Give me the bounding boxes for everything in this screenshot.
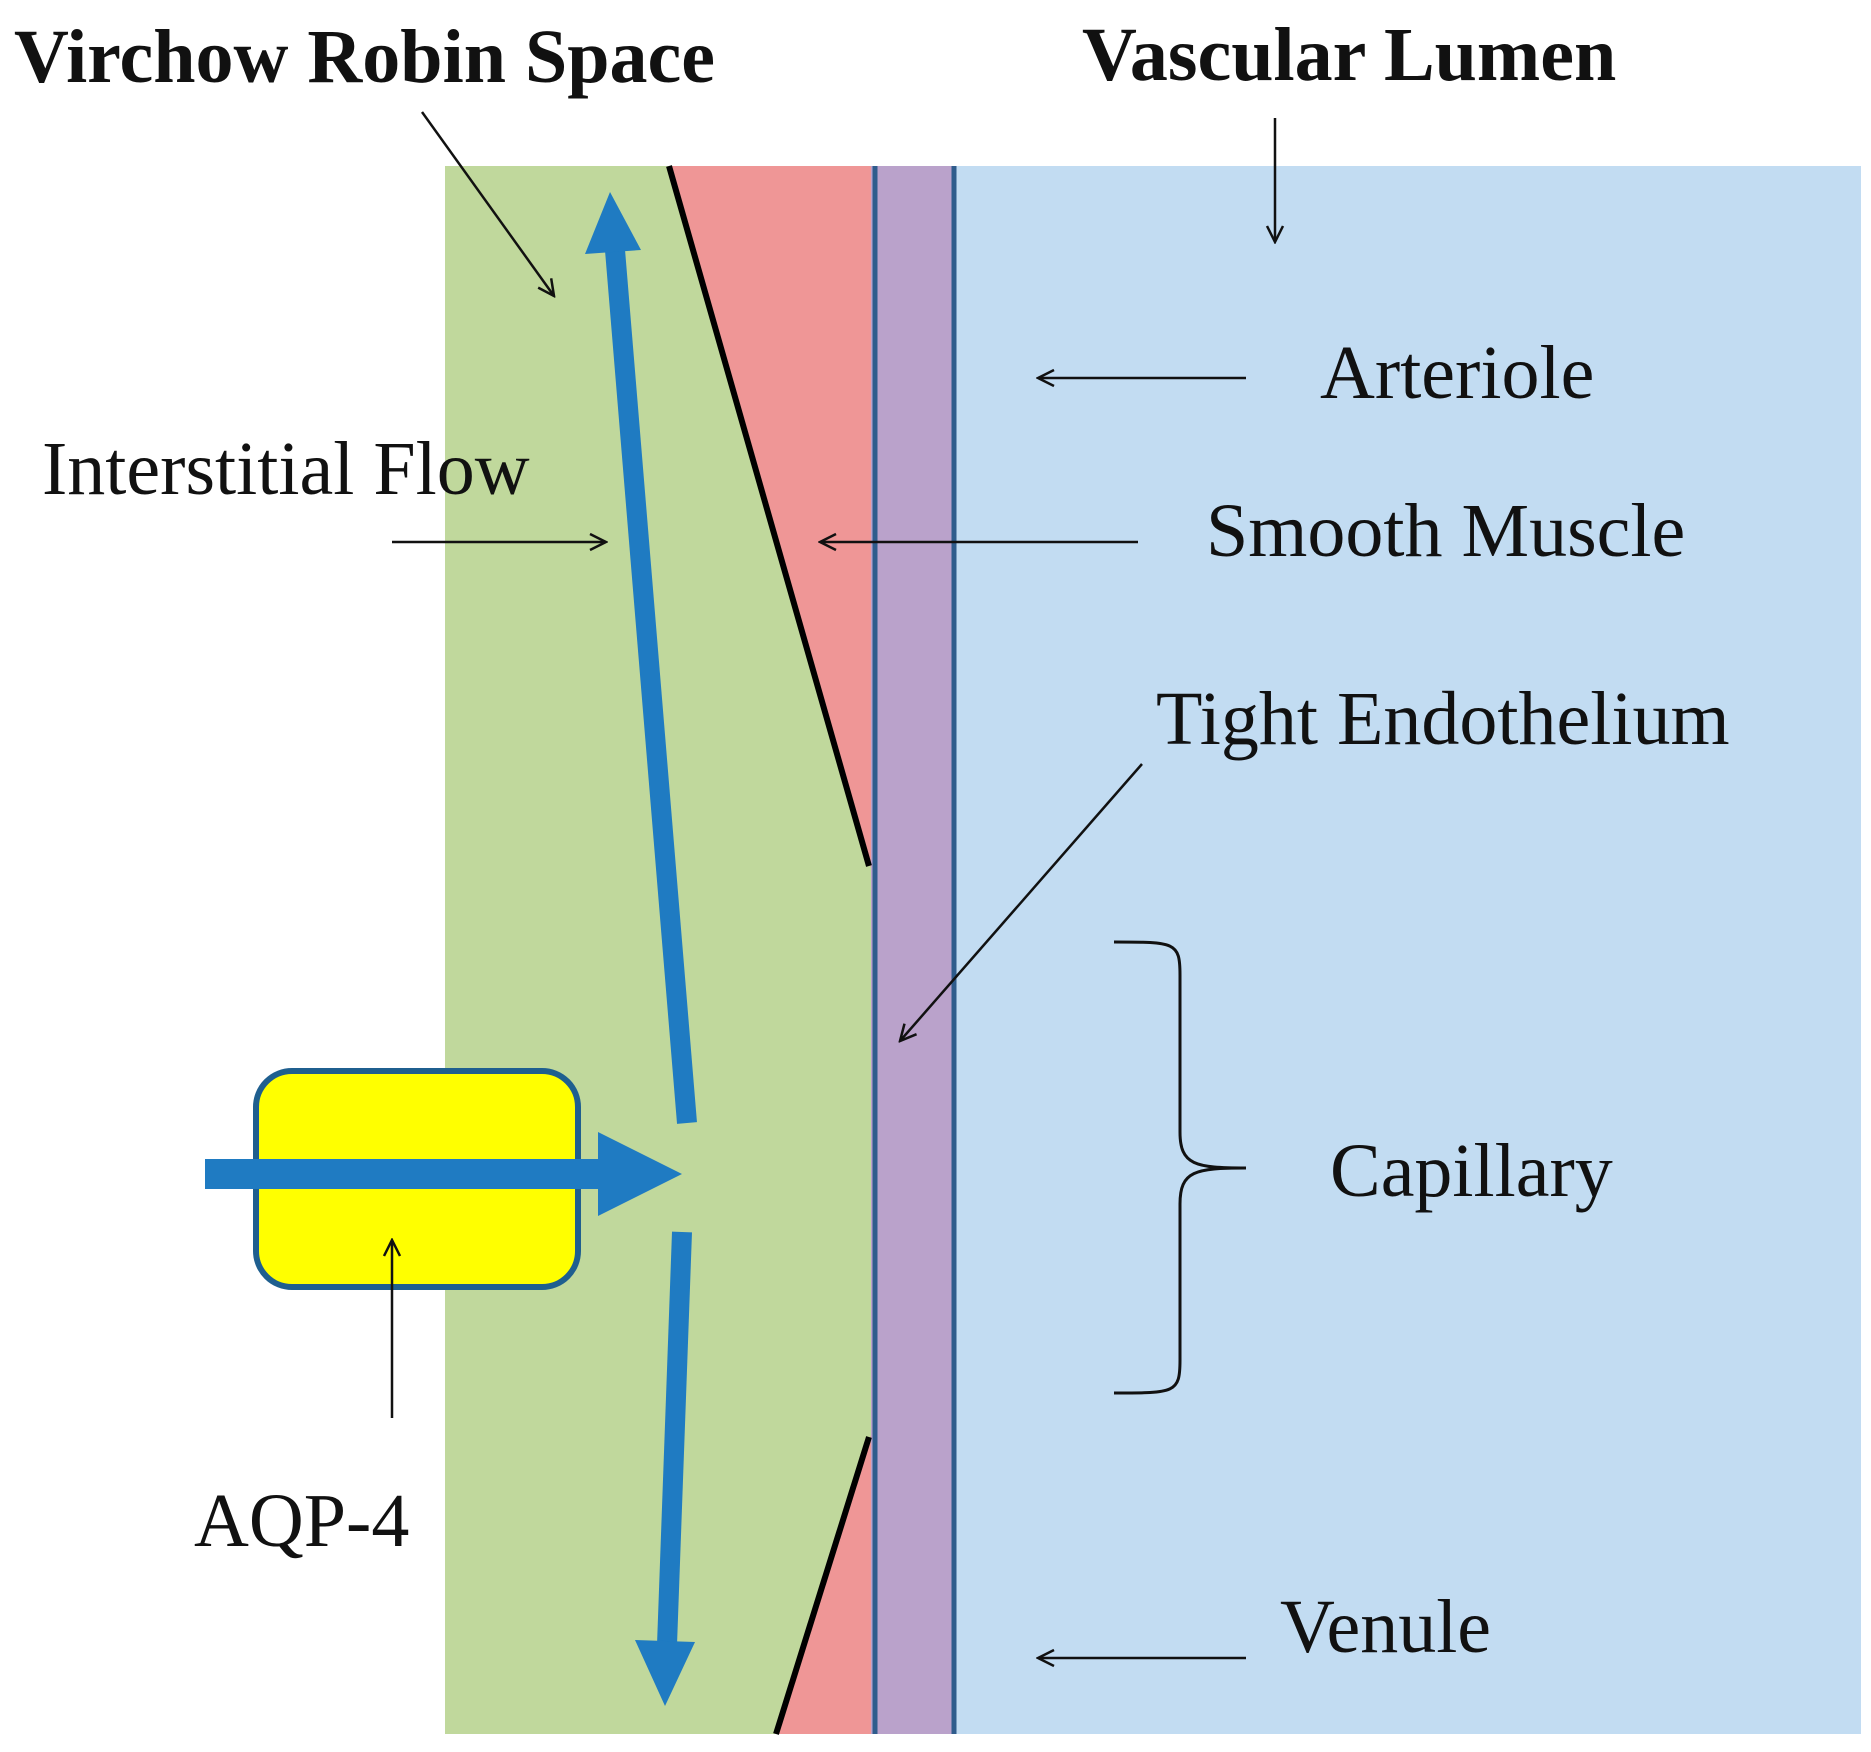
- tight-endothelium-layer: [871, 166, 955, 1734]
- tight-endothelium-label: Tight Endothelium: [1156, 677, 1730, 761]
- virchow-robin-space-label: Virchow Robin Space: [14, 15, 715, 99]
- flow-arrow-down: [635, 1231, 695, 1706]
- smooth-muscle-label: Smooth Muscle: [1206, 489, 1685, 573]
- aqp4-label: AQP-4: [194, 1479, 409, 1563]
- tight-endothelium-pointer-arrow: [900, 763, 1143, 1041]
- venule-label: Venule: [1280, 1585, 1491, 1669]
- capillary-brace: [1113, 940, 1247, 1395]
- smooth-muscle-edge-bottom: [773, 1436, 872, 1735]
- flow-arrow-up: [585, 192, 697, 1124]
- smooth-muscle-edge-top: [666, 165, 872, 867]
- interstitial-flow-label: Interstitial Flow: [42, 427, 530, 511]
- vascular-lumen-label: Vascular Lumen: [1082, 13, 1616, 97]
- virchow-robin-pointer-arrow: [420, 111, 554, 296]
- vascular-lumen-region: [955, 166, 1861, 1734]
- capillary-label: Capillary: [1330, 1129, 1613, 1213]
- flow-arrow-through-aqp4: [205, 1132, 682, 1216]
- arteriole-label: Arteriole: [1320, 331, 1594, 415]
